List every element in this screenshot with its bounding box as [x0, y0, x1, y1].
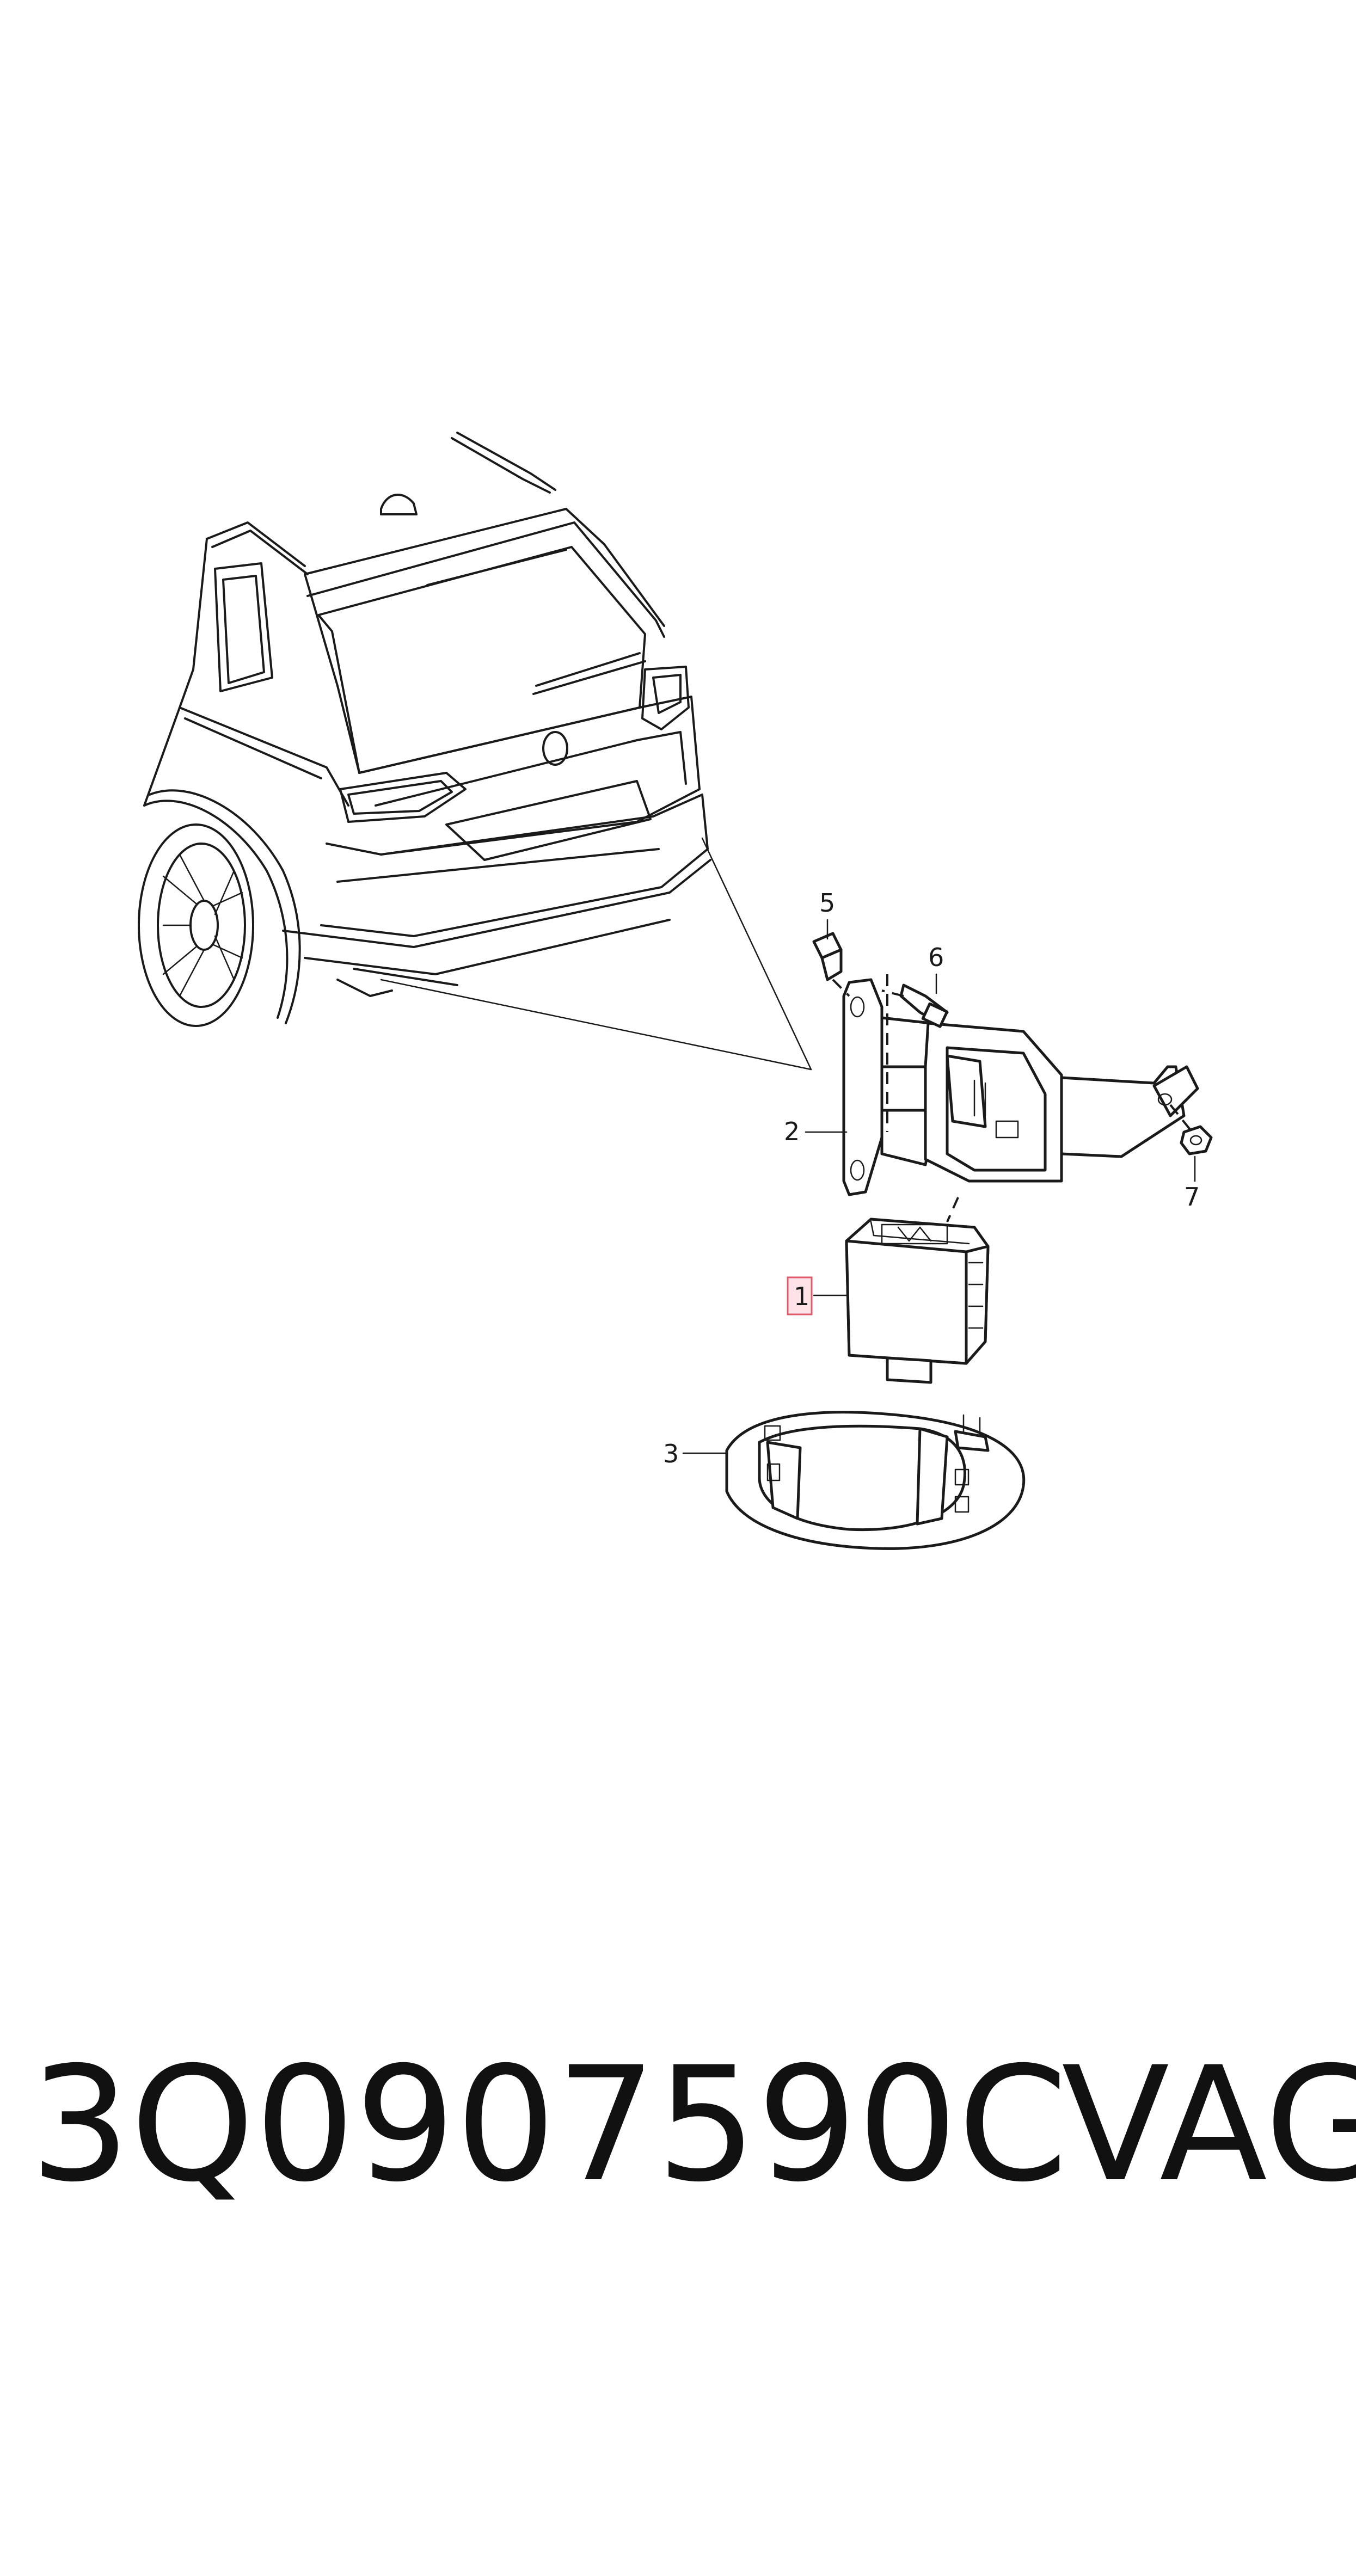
svg-text:6: 6	[928, 943, 944, 972]
fastener-5	[812, 932, 850, 997]
svg-text:1: 1	[794, 1282, 809, 1311]
vehicle-rear-illustration	[138, 432, 812, 1071]
exploded-parts-diagram: 5 6 2 7 1 3	[138, 432, 1213, 1550]
nut-7	[1169, 1104, 1213, 1155]
callout-6: 6	[928, 943, 944, 994]
svg-text:2: 2	[784, 1117, 800, 1146]
trim-cover	[725, 1411, 1026, 1550]
svg-text:3: 3	[663, 1439, 679, 1468]
svg-text:5: 5	[819, 888, 835, 918]
callout-1-highlighted: 1	[787, 1276, 848, 1315]
callout-2: 2	[784, 1117, 848, 1146]
mounting-bracket	[842, 974, 1199, 1196]
caption: 3Q0907590C VAG	[30, 2033, 1356, 2217]
part-number: 3Q0907590C	[30, 2033, 1068, 2217]
brand-name: VAG	[1062, 2033, 1356, 2217]
callout-7: 7	[1184, 1155, 1200, 1212]
fastener-6	[881, 983, 949, 1028]
svg-text:7: 7	[1184, 1182, 1200, 1212]
control-unit	[845, 1197, 990, 1384]
callout-3: 3	[663, 1439, 728, 1468]
callout-5: 5	[819, 888, 835, 940]
